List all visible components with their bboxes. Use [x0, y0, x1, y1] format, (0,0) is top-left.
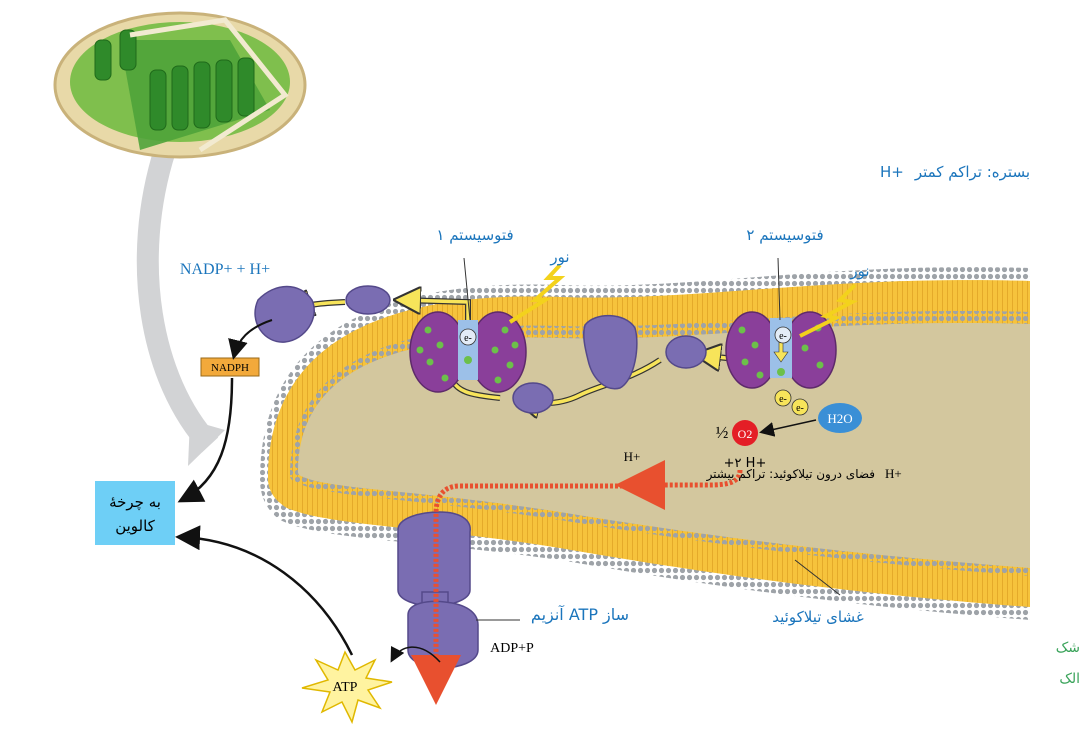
nadph-label: NADPH	[211, 362, 249, 374]
calvin-line-1: به چرخهٔ	[109, 493, 161, 511]
membrane-label: غشای تیلاکوئید	[772, 608, 864, 626]
zoom-arrow-head	[188, 420, 225, 466]
zoom-arrow	[136, 146, 219, 453]
oxygen-molecule	[732, 420, 758, 446]
carrier-protein-2	[512, 382, 554, 414]
light-ray-1	[508, 263, 566, 324]
atp-star	[301, 650, 393, 725]
light-label-1: نور	[549, 248, 569, 266]
water-split-arrow	[759, 419, 817, 437]
photosystem-1-label: فتوسیستم ۱	[436, 226, 513, 244]
carrier-protein-1	[665, 335, 707, 369]
electron-label-1: e-	[464, 333, 472, 344]
atp-synthase-label: آنزیم ATP ساز	[531, 605, 629, 625]
atp-label: ATP	[333, 680, 358, 695]
electron-label-4: e-	[796, 403, 804, 414]
thylakoid-membrane	[260, 267, 1030, 620]
two-protons-label: +۲ H+	[724, 456, 767, 471]
ps2-leader	[777, 257, 781, 321]
nadph-to-calvin-arrow	[177, 377, 234, 503]
half-coefficient: ½	[716, 423, 729, 442]
nadp-to-nadph-arrow	[228, 319, 273, 360]
cytochrome-complex	[583, 314, 638, 390]
adp-to-atp-arrow	[390, 645, 441, 663]
photosystem-2-label: فتوسیستم ۲	[746, 226, 823, 244]
light-ray-2	[799, 283, 859, 338]
membrane-proteins	[254, 285, 707, 669]
membrane-leader	[794, 559, 841, 596]
oxygen-label: O2	[738, 427, 753, 441]
photosystem-1	[409, 311, 527, 393]
water-molecule	[818, 403, 862, 433]
nadp-label: NADP+ + H+	[180, 261, 270, 278]
stroma-label: بستره: تراکم کمتر	[914, 163, 1030, 181]
electron-label-2: e-	[779, 331, 787, 342]
ferredoxin	[345, 285, 391, 315]
caption-fragment-1: شک	[1056, 640, 1080, 656]
calvin-cycle-box	[95, 481, 175, 545]
ps1-leader	[463, 257, 471, 321]
calvin-line-2: کالوین	[115, 517, 155, 535]
chloroplast-illustration	[53, 11, 307, 159]
caption-fragment-2: الک	[1059, 671, 1080, 687]
atp-synthase-head	[407, 600, 479, 669]
electron-carriers	[459, 326, 809, 416]
light-label-2: نور	[849, 262, 869, 280]
lumen-label: فضای درون تیلاکوئید: تراکم بیشتر	[706, 467, 875, 482]
proton-label: H+	[624, 449, 641, 464]
lumen-ion: H+	[885, 466, 902, 481]
nadp-reductase	[254, 285, 315, 343]
adp-p-label: ADP+P	[490, 641, 534, 656]
proton-flow-1	[615, 460, 743, 510]
photosystem-2	[725, 311, 837, 389]
atp-to-calvin-arrow	[175, 525, 354, 656]
electron-label-3: e-	[779, 394, 787, 405]
water-label: H2O	[827, 411, 852, 426]
stroma-ion: H+	[880, 163, 904, 181]
proton-flow-2	[411, 483, 628, 705]
